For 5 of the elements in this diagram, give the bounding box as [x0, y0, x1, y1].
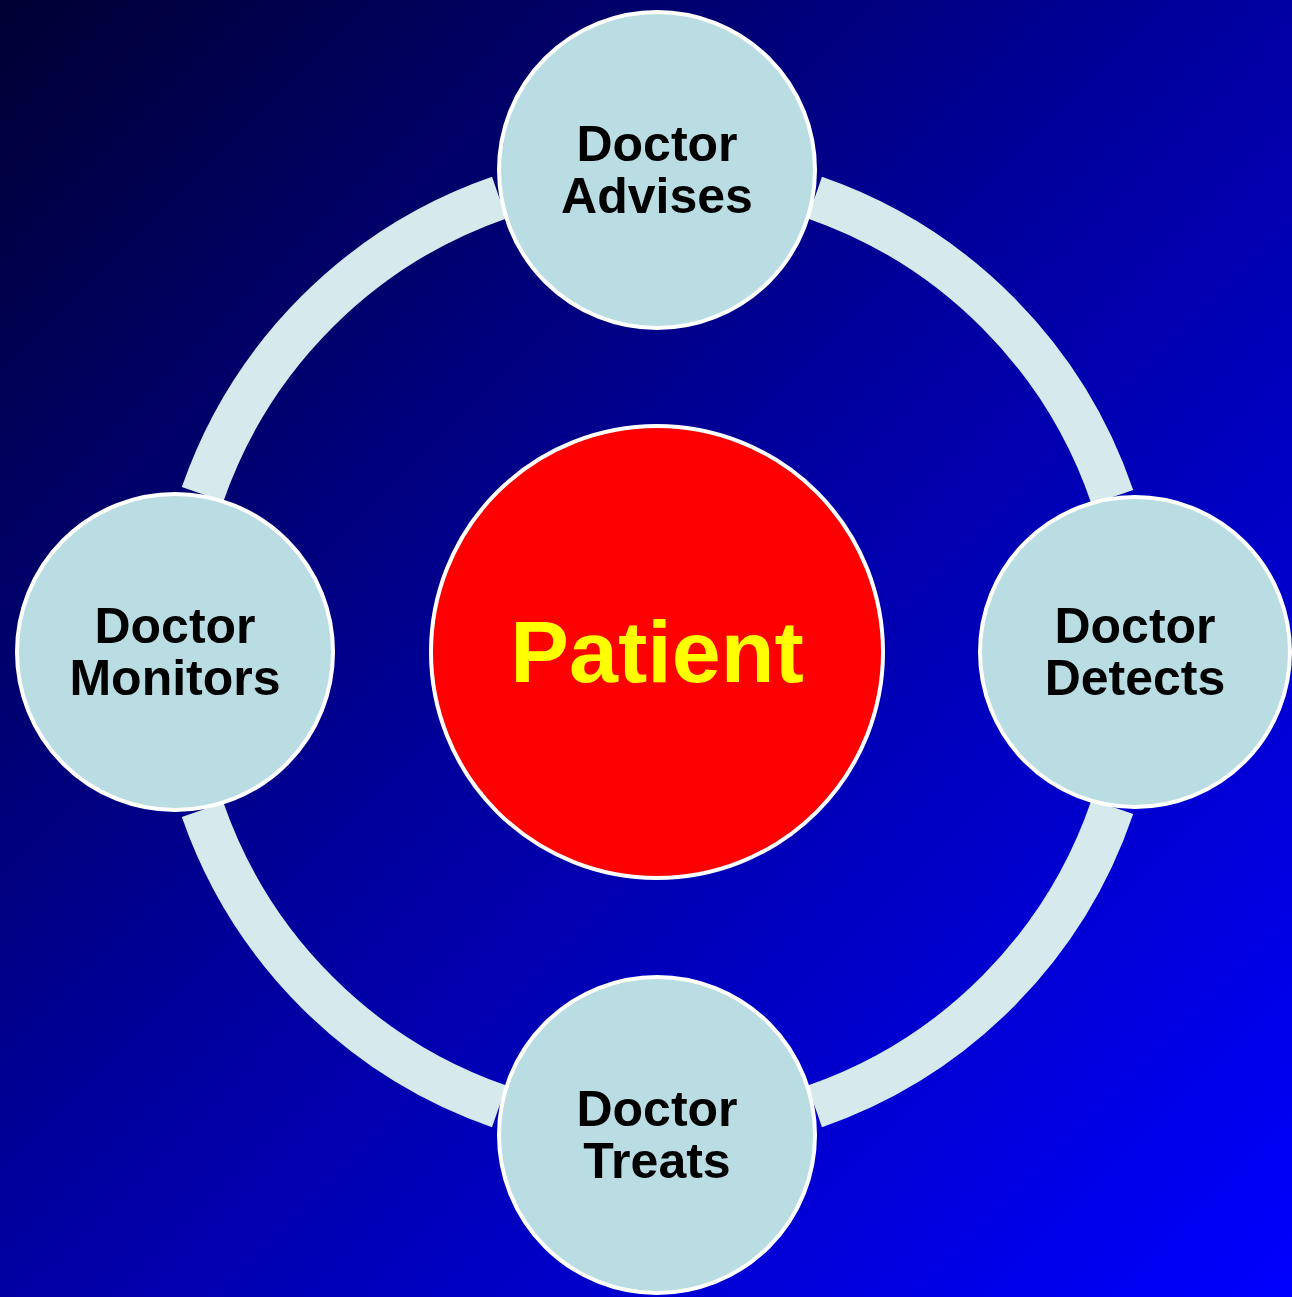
- node-label: Doctor Monitors: [68, 599, 282, 705]
- node-label: Patient: [509, 605, 805, 699]
- node-label: Doctor Detects: [1043, 599, 1227, 705]
- node-label: Doctor Advises: [560, 117, 754, 223]
- node-label: Doctor Treats: [575, 1082, 739, 1188]
